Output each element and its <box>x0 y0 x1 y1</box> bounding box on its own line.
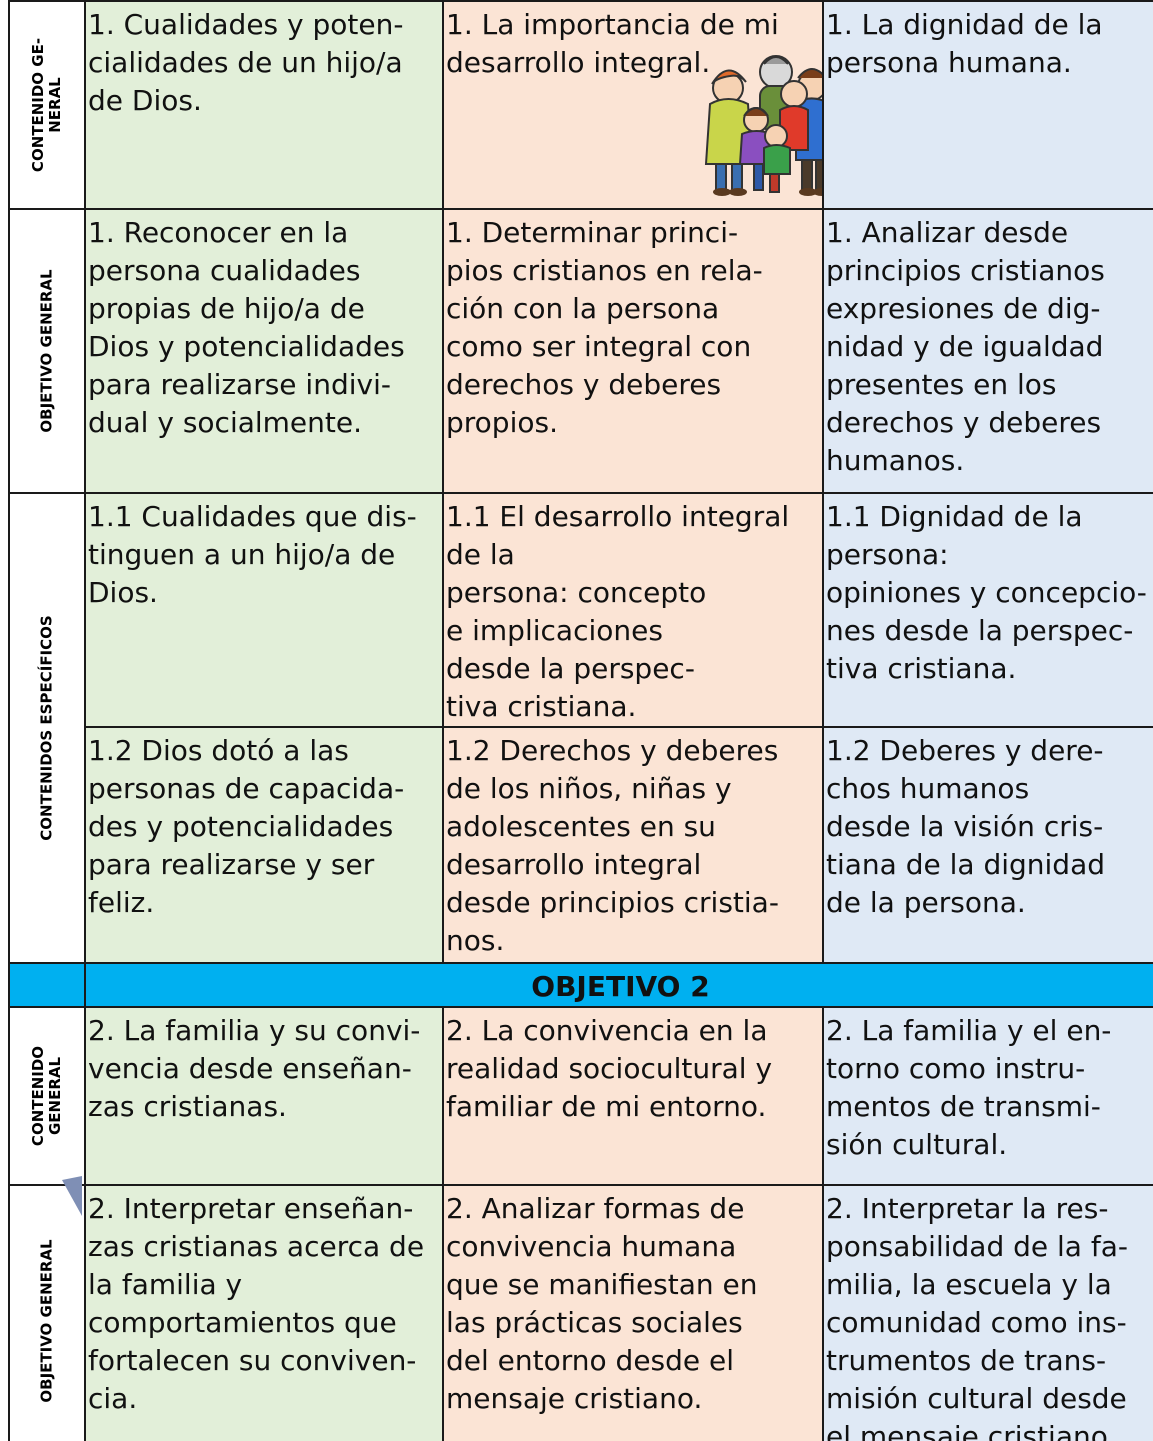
table-cell: 2. Interpretar la res- ponsabilidad de l… <box>822 1184 1153 1441</box>
row-label-cell: CONTENIDO GENERAL <box>8 1006 86 1186</box>
table-cell: 2. La familia y su convi- vencia desde e… <box>84 1006 444 1186</box>
row-label-cell: CONTENIDO GE- NERAL <box>8 0 86 210</box>
table-cell: 1. La importancia de mi desarrollo integ… <box>442 0 824 210</box>
table-cell: 1. La dignidad de la persona humana. <box>822 0 1153 210</box>
family-hug-illustration <box>704 55 821 196</box>
table-cell: 2. Analizar formas de convivencia humana… <box>442 1184 824 1441</box>
table-cell: 1.1 Dignidad de la persona: opiniones y … <box>822 492 1153 728</box>
table-cell: 1.1 Cualidades que dis- tinguen a un hij… <box>84 492 444 728</box>
row-label: CONTENIDOS ESPECÍFICOS <box>37 615 56 841</box>
table-cell: 1.2 Deberes y dere- chos humanos desde l… <box>822 726 1153 964</box>
row-label-cell: OBJETIVO GENERAL <box>8 208 86 494</box>
table-cell: 1.2 Dios dotó a las personas de capacida… <box>84 726 444 964</box>
table-cell: 2. La convivencia en la realidad sociocu… <box>442 1006 824 1186</box>
section-band: OBJETIVO 2 <box>8 962 1153 1008</box>
table-row: OBJETIVO GENERAL 2. Interpretar enseñan-… <box>8 1184 1153 1441</box>
table-row: CONTENIDO GENERAL 2. La familia y su con… <box>8 1006 1153 1186</box>
table-cell: 1. Cualidades y poten- cialidades de un … <box>84 0 444 210</box>
table-cell: 1. Analizar desde principios cristianos … <box>822 208 1153 494</box>
table-cell: 1.1 El desarrollo integral de la persona… <box>442 492 824 728</box>
table-cell: 2. Interpretar enseñan- zas cristianas a… <box>84 1184 444 1441</box>
table-row: CONTENIDO GE- NERAL 1. Cualidades y pote… <box>8 0 1153 210</box>
row-label-cell: OBJETIVO GENERAL <box>8 1184 86 1441</box>
table-row: 1.2 Dios dotó a las personas de capacida… <box>9 726 1153 964</box>
row-label-cell: CONTENIDOS ESPECÍFICOS <box>8 492 86 964</box>
table-row: OBJETIVO GENERAL 1. Reconocer en la pers… <box>8 208 1153 494</box>
row-label: OBJETIVO GENERAL <box>37 1239 56 1403</box>
table-row: CONTENIDOS ESPECÍFICOS 1.1 Cualidades qu… <box>8 492 1153 964</box>
corner-triangle-marker <box>62 1176 82 1216</box>
table-cell: 1.2 Derechos y deberes de los niños, niñ… <box>442 726 824 964</box>
curriculum-table: CONTENIDO GE- NERAL 1. Cualidades y pote… <box>8 0 1153 1441</box>
section-title: OBJETIVO 2 <box>84 962 1153 1008</box>
band-spacer <box>8 962 86 1008</box>
table-cell: 1. Reconocer en la persona cualidades pr… <box>84 208 444 494</box>
row-label: CONTENIDO GENERAL <box>29 1045 64 1147</box>
table-cell: 1. Determinar princi- pios cristianos en… <box>442 208 824 494</box>
row-label: OBJETIVO GENERAL <box>37 269 56 433</box>
table-cell: 2. La familia y el en- torno como instru… <box>822 1006 1153 1186</box>
row-label: CONTENIDO GE- NERAL <box>29 37 64 173</box>
